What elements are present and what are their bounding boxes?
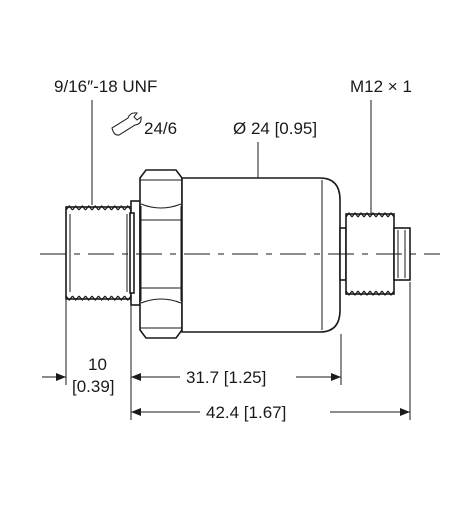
thread-tooth (85, 295, 93, 301)
thread-tooth (78, 295, 86, 301)
thread-tooth (381, 290, 389, 296)
thread-tooth (104, 205, 112, 211)
right-thread-teeth (345, 212, 395, 296)
thread-tooth (78, 205, 86, 211)
dim-total-length (131, 408, 410, 416)
left-thread (65, 205, 132, 301)
thread-tooth (98, 205, 106, 211)
thread-tooth (117, 295, 125, 301)
thread-tooth (357, 212, 365, 218)
thread-right-label: M12 × 1 (350, 77, 412, 96)
diameter-label: Ø 24 [0.95] (233, 119, 317, 138)
thread-tooth (91, 295, 99, 301)
dim-thread-length-mm: 10 (88, 355, 107, 374)
thread-tooth (345, 212, 353, 218)
thread-tooth (375, 290, 383, 296)
dim-thread-length-in: [0.39] (72, 377, 115, 396)
thread-tooth (98, 295, 106, 301)
leader-lines (91, 100, 372, 214)
thread-tooth (124, 205, 132, 211)
wrench-size-label: 24/6 (144, 119, 177, 138)
left-thread-teeth (65, 205, 132, 301)
thread-tooth (375, 212, 383, 218)
thread-tooth (85, 205, 93, 211)
thread-tooth (381, 212, 389, 218)
dim-body-length (131, 373, 341, 381)
thread-left-label: 9/16″-18 UNF (54, 77, 157, 96)
housing (181, 177, 341, 333)
thread-tooth (124, 295, 132, 301)
thread-tooth (104, 295, 112, 301)
thread-tooth (387, 290, 395, 296)
neck (129, 200, 141, 306)
thread-tooth (351, 290, 359, 296)
thread-tooth (369, 290, 377, 296)
thread-tooth (72, 205, 80, 211)
thread-tooth (72, 295, 80, 301)
thread-tooth (111, 205, 119, 211)
thread-tooth (91, 205, 99, 211)
thread-tooth (387, 212, 395, 218)
thread-tooth (117, 205, 125, 211)
thread-tooth (111, 295, 119, 301)
thread-tooth (363, 290, 371, 296)
dim-body-length-label: 31.7 [1.25] (186, 368, 266, 387)
thread-tooth (65, 295, 73, 301)
dim-total-length-label: 42.4 [1.67] (206, 403, 286, 422)
thread-tooth (357, 290, 365, 296)
thread-tooth (351, 212, 359, 218)
thread-tooth (65, 205, 73, 211)
thread-tooth (363, 212, 371, 218)
wrench-icon (111, 112, 142, 136)
thread-tooth (345, 290, 353, 296)
thread-tooth (369, 212, 377, 218)
